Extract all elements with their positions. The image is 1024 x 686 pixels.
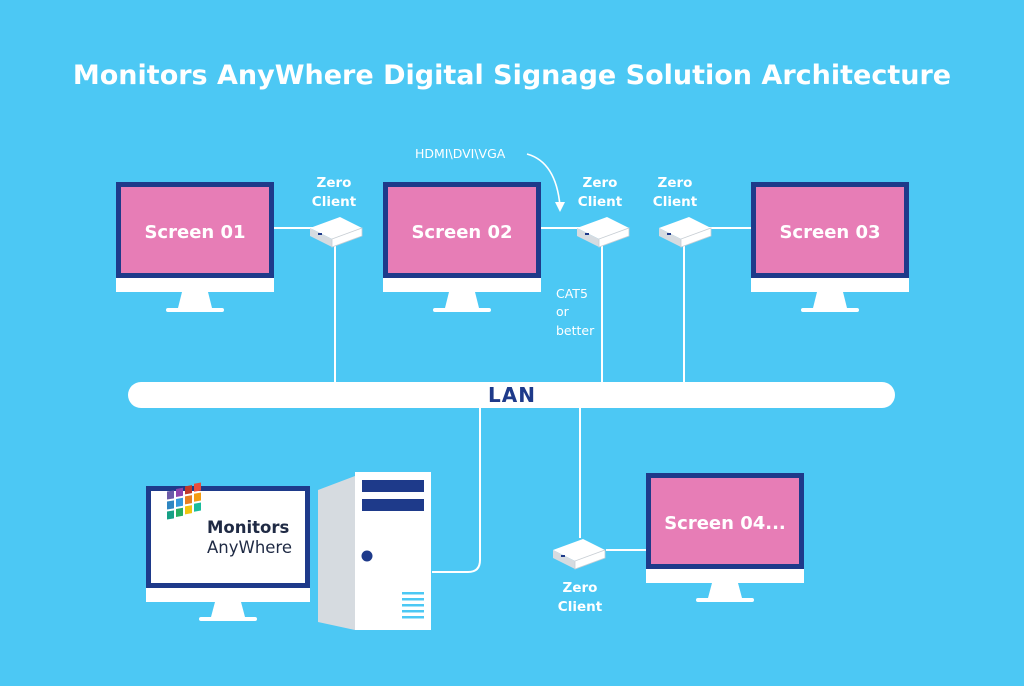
arrow-head-icon <box>555 202 565 212</box>
screen-label: Screen 02 <box>411 222 512 243</box>
svg-text:Zero: Zero <box>658 175 693 191</box>
server-tower-icon <box>318 472 431 630</box>
connection-lines <box>274 227 751 573</box>
zero-client-box-icon <box>659 217 712 248</box>
zero-client-box-icon <box>553 539 606 570</box>
svg-text:Client: Client <box>312 194 357 210</box>
zero-client-label: Zero Client <box>312 175 357 210</box>
monitor-screen-03: Screen 03 <box>751 182 909 312</box>
lan-bar: LAN <box>128 382 895 408</box>
zero-client-label: Zero Client <box>578 175 623 210</box>
screen-label: Screen 03 <box>779 222 880 243</box>
zero-client-box-icon <box>310 217 363 248</box>
svg-text:Client: Client <box>558 599 603 615</box>
svg-text:Zero: Zero <box>583 175 618 191</box>
diagram-title: Monitors AnyWhere Digital Signage Soluti… <box>73 60 951 91</box>
zero-client-box-icon <box>577 217 630 248</box>
svg-text:or: or <box>556 304 570 319</box>
network-cable <box>432 407 481 573</box>
monitor-screen-01: Screen 01 <box>116 182 274 312</box>
logo-text-line2: AnyWhere <box>207 538 292 557</box>
monitors-anywhere-logo-icon <box>167 482 201 520</box>
svg-text:Client: Client <box>578 194 623 210</box>
curved-arrow-icon <box>526 153 561 207</box>
admin-monitor: Monitors AnyWhere <box>146 482 310 621</box>
screen-label: Screen 01 <box>144 222 245 243</box>
lan-label: LAN <box>488 383 536 407</box>
zero-client-label: Zero Client <box>558 580 603 615</box>
monitor-screen-02: Screen 02 <box>383 182 541 312</box>
hdmi-annotation: HDMI\DVI\VGA <box>415 146 506 161</box>
monitor-screen-04: Screen 04... <box>646 473 804 602</box>
svg-text:Client: Client <box>653 194 698 210</box>
cat5-annotation: CAT5 or better <box>556 286 595 338</box>
logo-text-line1: Monitors <box>207 518 290 537</box>
screen-label: Screen 04... <box>664 513 786 534</box>
svg-text:Zero: Zero <box>563 580 598 596</box>
svg-text:Zero: Zero <box>317 175 352 191</box>
svg-text:better: better <box>556 323 595 338</box>
svg-text:CAT5: CAT5 <box>556 286 588 301</box>
zero-client-label: Zero Client <box>653 175 698 210</box>
